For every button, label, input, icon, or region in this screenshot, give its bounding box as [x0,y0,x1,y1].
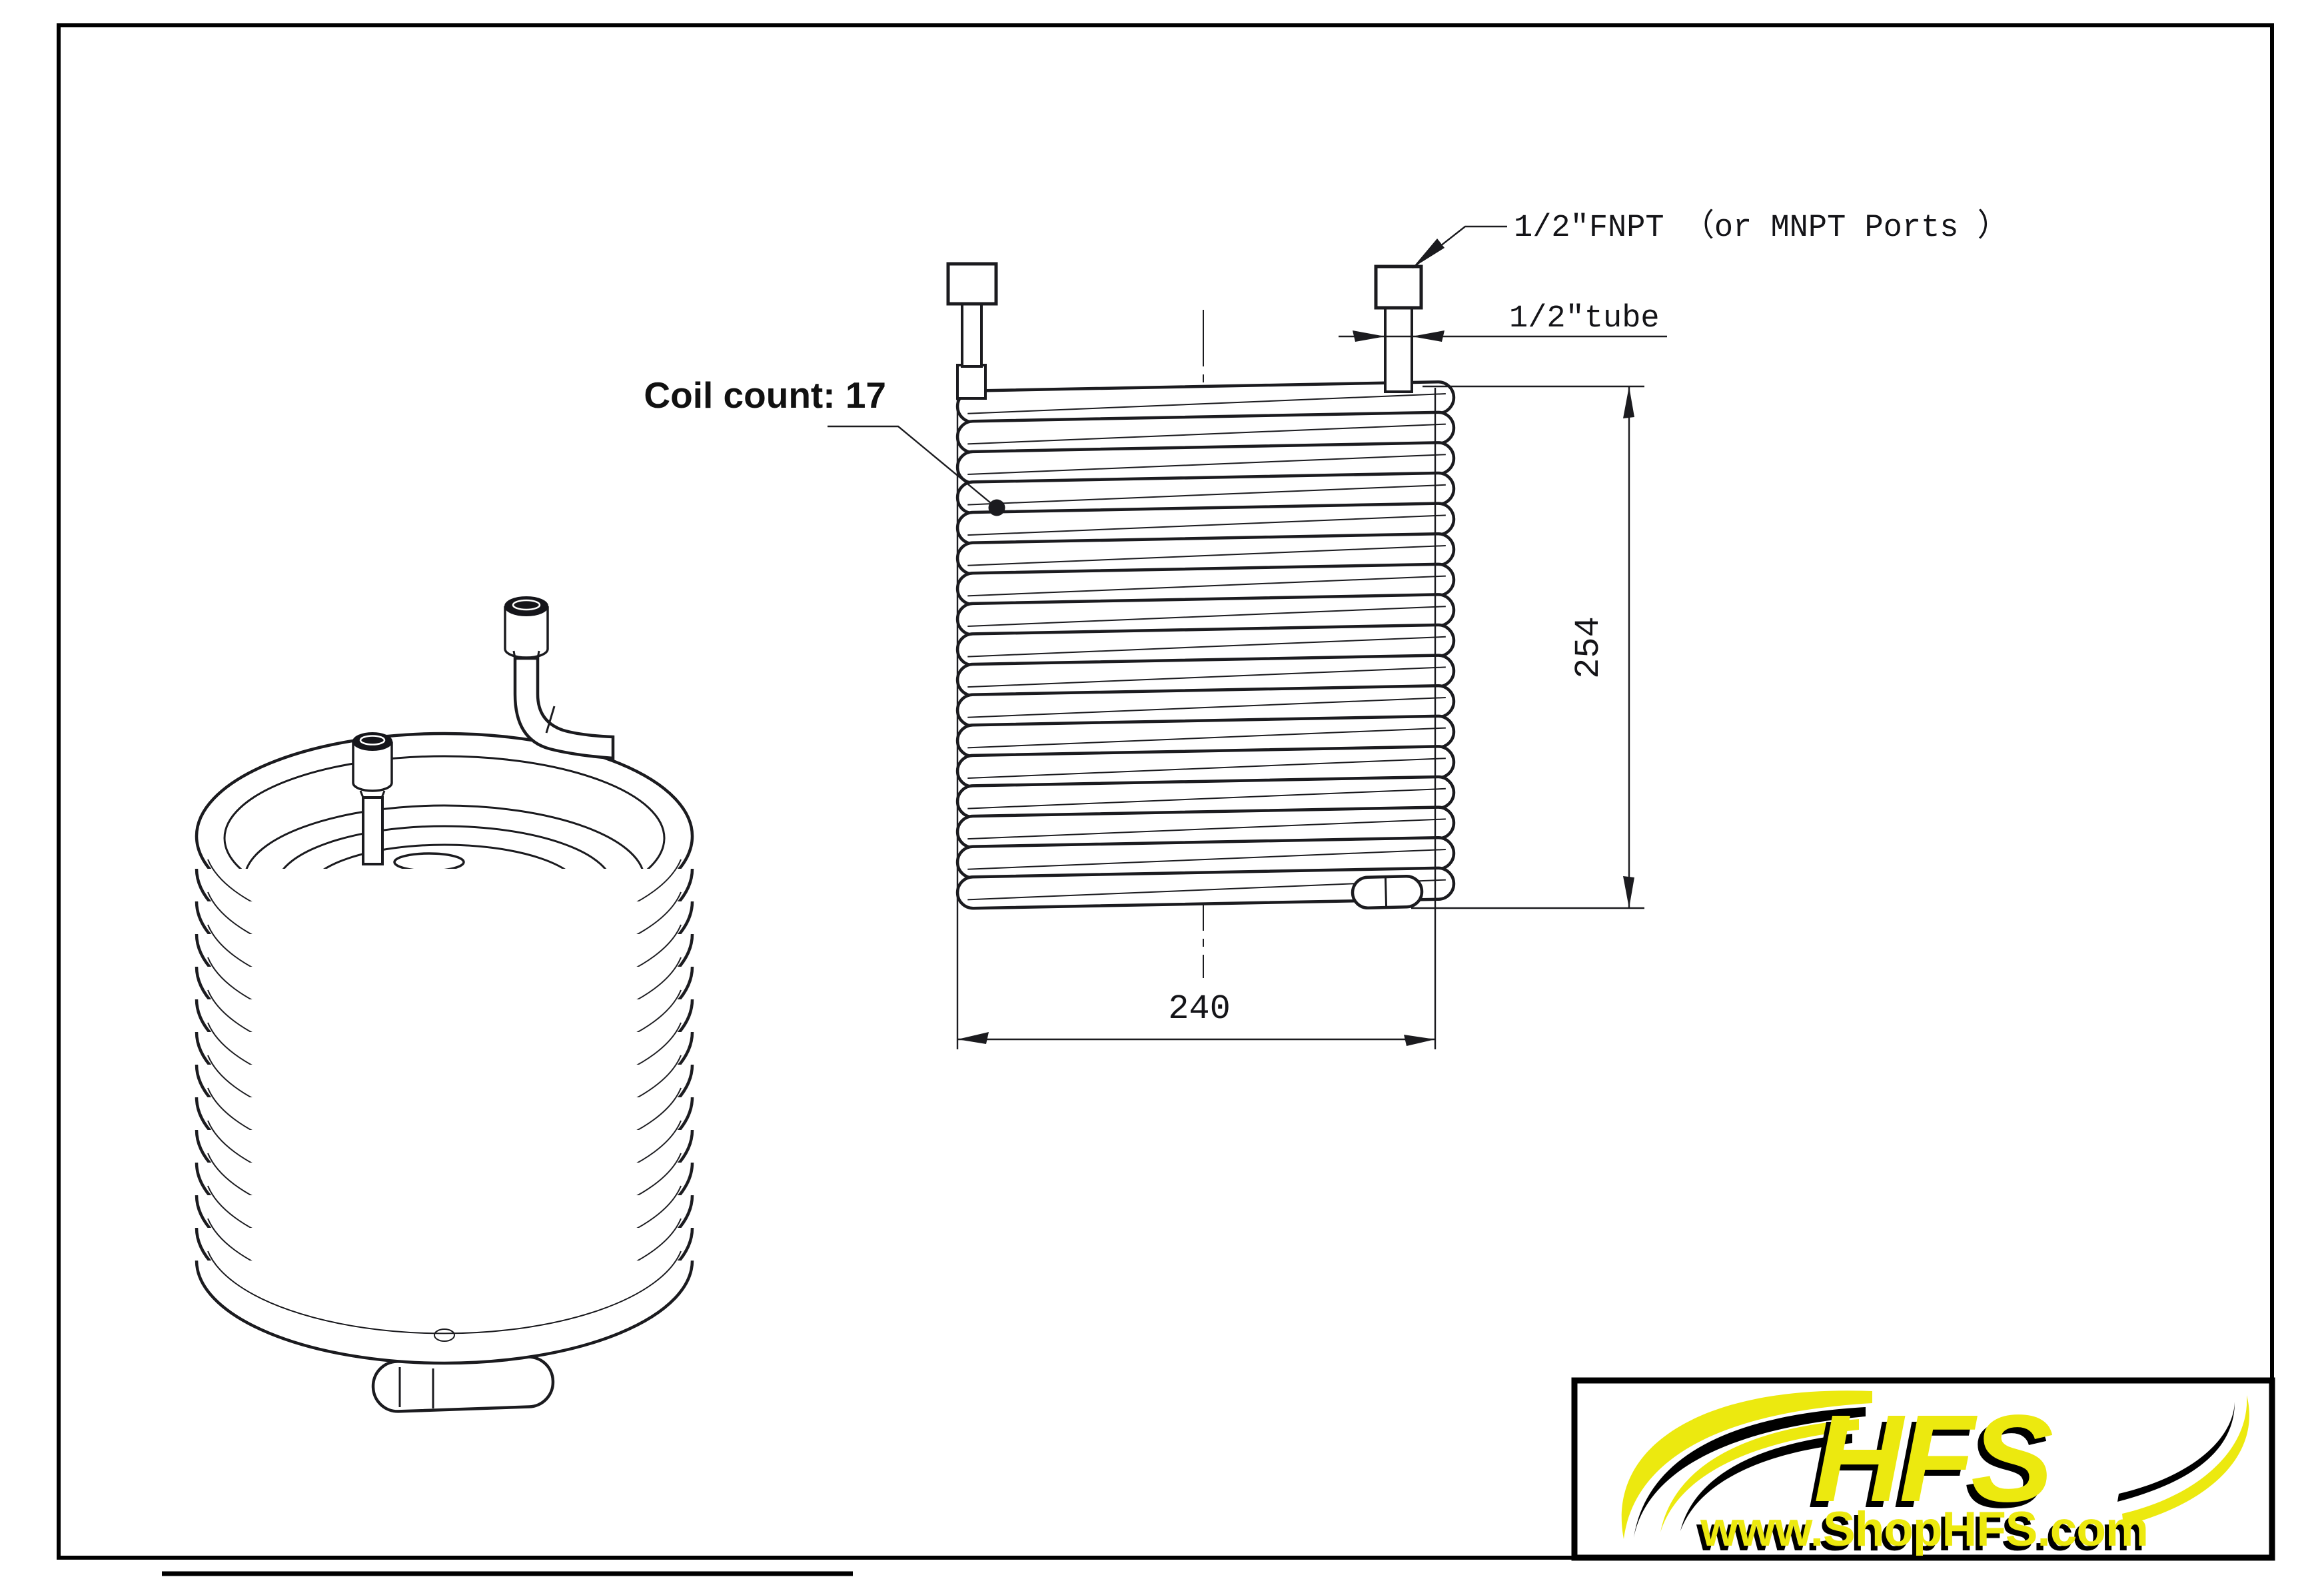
iso-coil-turns [195,859,694,1365]
coil-turn [955,866,1456,910]
coil-turn [955,805,1456,849]
logo-website-shadow: www.ShopHFS.com [1696,1507,2144,1561]
isometric-view [195,596,694,1413]
right-port-cap [1374,264,1423,310]
logo-website-text: www.ShopHFS.com [1700,1502,2148,1556]
coil-turn [955,380,1456,424]
front-right-port [1374,264,1423,393]
front-view: 240 254 1/2"tube 1/2"FNPT （or MNPT Ports… [644,209,2009,1049]
iso-right-port [504,596,615,760]
front-left-port [946,262,998,400]
left-port-cap [946,262,998,306]
coil-count-callout: Coil count: 17 [644,374,1005,516]
coil-loops [955,380,1456,910]
dimension-240: 240 [957,989,1435,1046]
iso-inner-turn [275,825,614,887]
coil-count-leader [828,425,995,507]
fnpt-ports-label: 1/2"FNPT （or MNPT Ports ） [1514,209,2009,246]
hfs-logo: HFS HFS www.ShopHFS.com www.ShopHFS.com [1571,1377,2275,1561]
coil-turn [955,623,1456,667]
left-port-collar [956,364,987,400]
sheet-border [57,23,2274,1560]
tube-dimension: 1/2"tube [1339,301,1667,342]
logo-left-swoosh-icon [1621,1390,1872,1539]
logo-brand-text: HFS [1814,1390,2053,1528]
coil-count-label: Coil count: 17 [644,374,886,416]
iso-coil-turn [195,1260,694,1365]
iso-inner-turn [243,804,646,880]
logo-box [1571,1377,2275,1561]
dimension-254-value: 254 [1569,616,1608,679]
iso-coil-turn-inner-line [207,1251,682,1334]
tube-size-label: 1/2"tube [1509,301,1660,336]
dimension-254: 254 [1411,385,1644,909]
fnpt-leader-arrow [1413,239,1445,268]
iso-center-port [352,732,393,865]
logo-brand-shadow: HFS [1808,1396,2047,1534]
left-port-tube [961,302,983,368]
dimension-240-value: 240 [1168,989,1231,1029]
coil-count-dot [988,499,1005,516]
iso-bottom-hole [434,1328,455,1342]
fnpt-callout: 1/2"FNPT （or MNPT Ports ） [1412,209,2009,268]
iso-elbow-tube [513,656,615,760]
right-port-tube [1384,306,1413,393]
front-bottom-outlet [1351,874,1424,910]
fnpt-leader [1412,225,1507,268]
logo-right-swoosh-icon [2117,1395,2249,1526]
